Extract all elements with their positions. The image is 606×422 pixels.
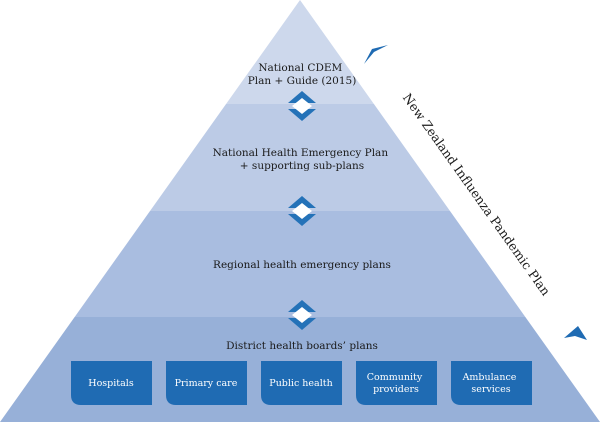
connector-icon xyxy=(288,300,316,330)
tier-national-health-line-1: National Health Emergency Plan xyxy=(213,147,389,159)
provider-box-public-health: Public health xyxy=(261,361,342,405)
connector-icon xyxy=(288,196,316,226)
provider-box-ambulance-services-line-1: Ambulance xyxy=(462,372,517,383)
provider-boxes: Hospitals Primary care Public health Com… xyxy=(71,361,532,405)
arrow-head-icon-bottom xyxy=(564,326,587,340)
tier-national-health-label: National Health Emergency Plan + support… xyxy=(213,147,392,172)
provider-box-ambulance-services: Ambulance services xyxy=(451,361,532,405)
provider-box-primary-care-line-1: Primary care xyxy=(175,378,238,389)
provider-box-primary-care: Primary care xyxy=(166,361,247,405)
provider-box-community-providers: Community providers xyxy=(356,361,437,405)
provider-box-primary-care-label: Primary care xyxy=(175,378,238,389)
tier-national-health-line-2: + supporting sub-plans xyxy=(240,160,364,172)
provider-box-hospitals: Hospitals xyxy=(71,361,152,405)
tier-dhb-line-1: District health boards’ plans xyxy=(226,340,378,352)
provider-box-public-health-line-1: Public health xyxy=(269,378,332,389)
provider-box-ambulance-services-line-2: services xyxy=(471,384,510,395)
tier-national-cdem-label: National CDEM Plan + Guide (2015) xyxy=(248,62,357,87)
tier-regional-label: Regional health emergency plans xyxy=(213,259,391,271)
tier-dhb-label: District health boards’ plans xyxy=(226,340,378,352)
provider-box-ambulance-services-label: Ambulance services xyxy=(462,372,520,395)
tier-regional-line-1: Regional health emergency plans xyxy=(213,259,391,271)
connector-icon xyxy=(288,91,316,121)
tier-national-cdem-band xyxy=(0,0,600,104)
provider-box-hospitals-line-1: Hospitals xyxy=(88,378,134,389)
provider-box-hospitals-label: Hospitals xyxy=(88,378,134,389)
tier-national-cdem-line-1: National CDEM xyxy=(258,62,342,74)
provider-box-community-providers-line-2: providers xyxy=(373,384,419,395)
arrow-head-icon-top xyxy=(364,45,388,64)
provider-box-community-providers-line-1: Community xyxy=(367,372,423,383)
provider-box-community-providers-label: Community providers xyxy=(367,372,426,395)
provider-box-public-health-label: Public health xyxy=(269,378,332,389)
tier-national-cdem-line-2: Plan + Guide (2015) xyxy=(248,75,357,87)
